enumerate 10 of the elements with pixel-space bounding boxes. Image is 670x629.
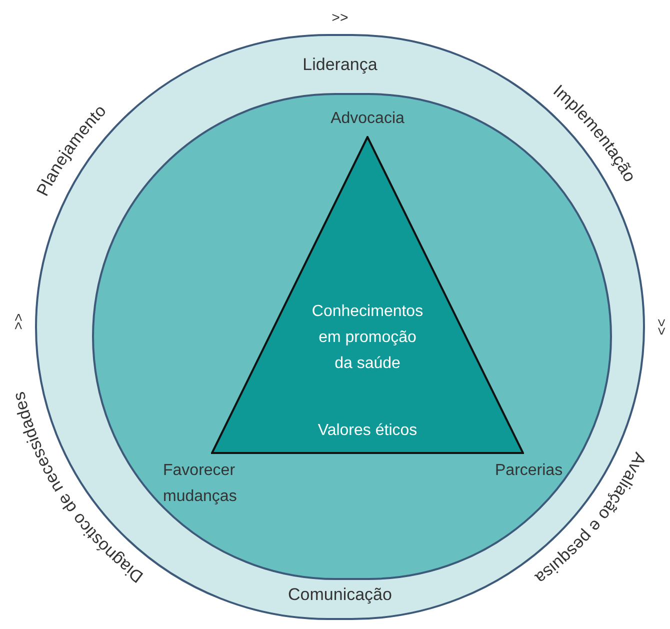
chevron-mark: >> [10, 313, 26, 330]
chevron-mark: >> [654, 318, 670, 336]
corner-label: Favorecer mudanças [163, 461, 238, 507]
triangle-text: Valores éticos [318, 421, 418, 441]
chevron-mark: >> [332, 8, 348, 26]
triangle-text: Conhecimentos em promoção da saúde [310, 302, 424, 374]
corner-label: Advocacia [330, 109, 404, 129]
corner-label: Parcerias [495, 461, 563, 481]
ring-label: Comunicação [288, 584, 392, 606]
ring-label: Liderança [302, 54, 378, 76]
